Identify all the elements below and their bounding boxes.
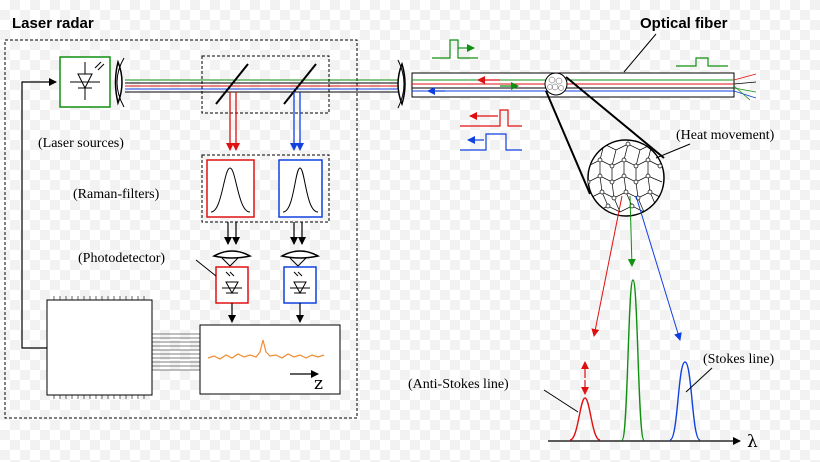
photodetector-pointer	[195, 259, 217, 277]
stokes-peak	[669, 361, 701, 441]
beam-splitter-mirror-1	[215, 63, 249, 105]
beam-splitter-box	[201, 55, 330, 114]
anti-stokes-line-label: (Anti-Stokes line)	[408, 377, 509, 392]
fiber-core-lines	[412, 79, 734, 92]
lambda-axis-label: λ	[747, 432, 758, 452]
detector-input-arrows	[224, 222, 306, 245]
fiber-section-spot-texture	[547, 76, 564, 91]
anti-stokes-peak	[569, 397, 601, 441]
photodetector-funnel-blue	[289, 257, 307, 267]
signal-display	[199, 324, 341, 395]
rayleigh-peak	[621, 279, 645, 441]
raman-filters-box	[201, 154, 330, 223]
filter-input-arrows	[226, 92, 304, 151]
photodetector-funnel-red	[221, 257, 239, 267]
lens-bracket-left	[116, 57, 125, 108]
photodetector-red	[215, 266, 249, 304]
raman-filter-red-curve	[210, 167, 251, 213]
laser-diode-icon	[70, 61, 105, 100]
anti-stokes-line-pointer	[543, 389, 579, 413]
far-pulse-green	[676, 57, 728, 67]
scatter-ray-blue	[635, 195, 682, 341]
photodetector-lens-red	[211, 250, 253, 259]
chip-bus-lines	[152, 333, 200, 371]
scatter-ray-green	[627, 195, 636, 267]
fiber-lens-bracket	[397, 59, 405, 109]
laser-lens-icon	[114, 59, 123, 106]
raman-filter-blue-curve	[282, 167, 319, 213]
z-axis-label: z	[314, 374, 323, 394]
laser-beams	[125, 79, 400, 93]
photodetector-label: (Photodetector)	[78, 251, 165, 266]
scatter-ray-red	[591, 195, 623, 337]
heat-movement-pointer	[655, 143, 691, 159]
signal-trace	[207, 339, 325, 360]
photodiode-icon-blue	[290, 271, 310, 295]
heat-movement-label: (Heat movement)	[676, 128, 775, 143]
stokes-line-pointer	[685, 367, 713, 393]
laser-radar-enclosure	[4, 39, 358, 419]
magnify-line-right	[565, 76, 665, 159]
photodetector-lens-blue	[279, 250, 321, 259]
return-pulse-blue	[460, 133, 522, 151]
optical-fiber-title: Optical fiber	[640, 15, 728, 32]
beam-splitter-mirror-2	[283, 63, 317, 105]
photodiode-icon-red	[222, 271, 242, 295]
fiber-end-rays	[733, 73, 757, 101]
return-pulse-red	[460, 109, 522, 127]
optical-fiber-pointer	[623, 33, 657, 73]
raman-filter-blue	[278, 159, 323, 218]
raman-filters-label: (Raman-filters)	[73, 187, 160, 202]
outgoing-pulse-green	[432, 39, 478, 59]
feedback-loop	[21, 78, 57, 349]
chip-pins	[53, 296, 145, 399]
heat-movement-circle	[587, 139, 665, 217]
stokes-line-label: (Stokes line)	[703, 352, 774, 367]
laser-radar-title: Laser radar	[12, 15, 94, 32]
magnify-line-left	[545, 90, 591, 195]
raman-filter-red	[206, 159, 255, 218]
optical-fiber	[411, 72, 735, 98]
laser-sources-label: (Laser sources)	[38, 136, 124, 151]
photodetector-blue	[283, 266, 317, 304]
processor-chip	[46, 299, 153, 396]
